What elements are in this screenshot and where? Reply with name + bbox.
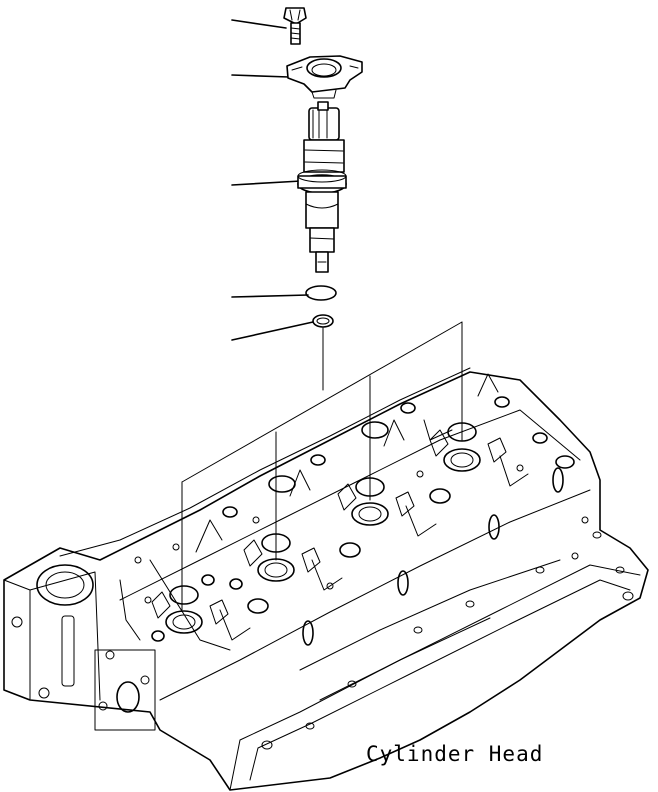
injector-bore-4: [151, 585, 229, 634]
head-outline: [3, 371, 649, 791]
injector-icon: [297, 101, 347, 273]
front-bore: [36, 564, 94, 606]
leader-line-bolt: [231, 19, 287, 29]
cylinder-head-icon: [3, 367, 649, 791]
injector-bore-3: [243, 533, 321, 582]
o-ring-icon: [305, 285, 337, 301]
leader-line-seal-washer: [231, 321, 314, 341]
injector-bore-1: [429, 422, 507, 472]
seal-washer-icon: [312, 314, 334, 328]
leader-line-clamp: [231, 74, 290, 78]
leader-line-injector: [231, 180, 302, 186]
caption-cylinder-head: Cylinder Head: [366, 742, 544, 766]
leader-lines: [231, 19, 314, 341]
injector-bore-2: [337, 477, 415, 526]
distribution-lines: [181, 321, 463, 611]
leader-line-o-ring: [231, 294, 309, 298]
clamp-icon: [286, 55, 363, 99]
bolt-icon: [283, 7, 307, 45]
